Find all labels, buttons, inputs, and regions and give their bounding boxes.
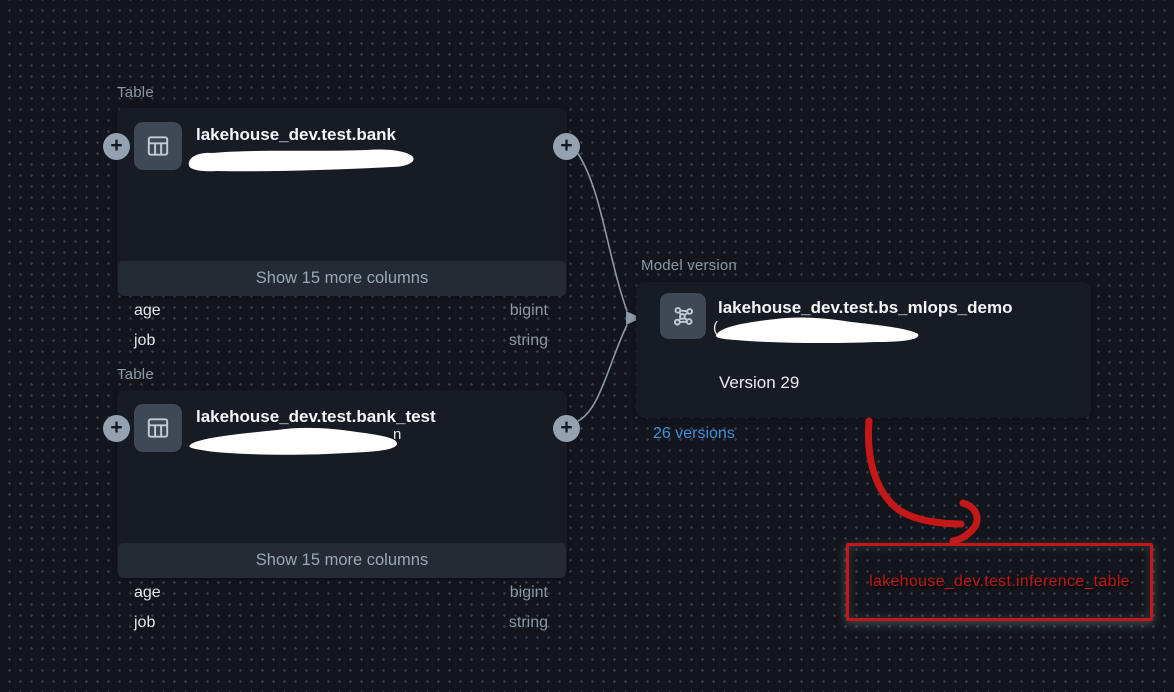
redaction-scribble [188,149,414,172]
versions-count-link[interactable]: 26 versions [653,425,735,442]
column-row: age bigint [117,581,567,605]
plus-icon: + [110,134,123,157]
table-icon-tile [134,122,182,170]
show-more-columns-button[interactable]: Show 15 more columns [118,261,566,296]
column-type: string [508,614,548,631]
add-upstream-button[interactable]: + [103,415,130,442]
column-row: job string [117,611,567,635]
node-title: lakehouse_dev.test.bank_test [196,407,436,426]
model-version-node[interactable]: lakehouse_dev.test.bs_mlops_demo ( Versi… [636,282,1091,418]
plus-icon: + [110,416,123,439]
redacted-text-remnant: ( [713,319,718,336]
plus-icon: + [560,134,573,157]
node-title: lakehouse_dev.test.bs_mlops_demo [718,298,1013,317]
add-downstream-button[interactable]: + [553,133,580,160]
column-name: age [134,302,161,319]
node-kind-label: Table [117,84,154,101]
column-name: age [134,584,161,601]
column-type: bigint [509,302,548,319]
node-title: lakehouse_dev.test.bank [196,125,396,144]
column-type: bigint [509,584,548,601]
show-more-columns-button[interactable]: Show 15 more columns [118,543,566,578]
plus-icon: + [560,416,573,439]
column-row: age bigint [117,299,567,323]
redacted-text-remnant: n [393,426,402,443]
table-icon [147,136,169,156]
annotation-text: lakehouse_dev.test.inference_table [869,573,1130,590]
column-name: job [134,614,156,631]
model-icon [673,306,693,325]
table-icon-tile [134,404,182,452]
redaction-scribble [716,317,919,344]
column-row: job string [117,329,567,353]
node-kind-label: Model version [641,257,737,274]
model-version-text: Version 29 [719,373,800,392]
table-node-bank-test[interactable]: lakehouse_dev.test.bank_test n age bigin… [117,390,567,631]
table-node-bank[interactable]: lakehouse_dev.test.bank age bigint job s… [117,108,567,349]
column-name: job [134,332,156,349]
annotation-box: lakehouse_dev.test.inference_table [846,543,1153,621]
column-type: string [508,332,548,349]
add-downstream-button[interactable]: + [553,415,580,442]
edge-table1-to-model [576,151,628,312]
redaction-scribble [189,427,398,455]
table-icon [147,418,169,438]
add-upstream-button[interactable]: + [103,133,130,160]
node-kind-label: Table [117,366,154,383]
edge-table2-to-model [577,324,628,422]
model-icon-tile [660,293,706,339]
